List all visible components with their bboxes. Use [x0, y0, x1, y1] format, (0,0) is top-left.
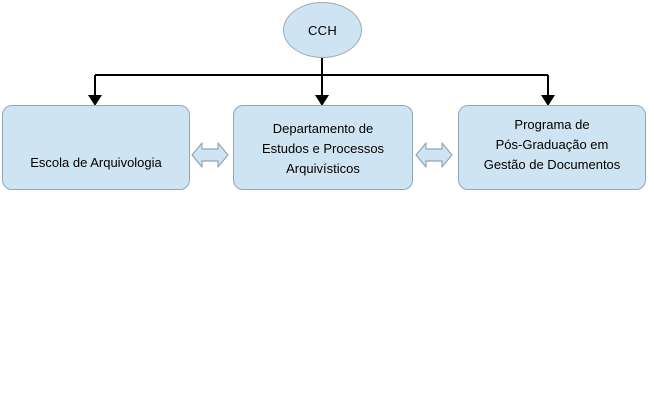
unit-box-escola[interactable]: Escola de Arquivologia [2, 105, 190, 190]
unit-box-programa-label: Programa de Pós-Graduação em Gestão de D… [483, 117, 621, 172]
unit-box-departamento-label: Departamento de Estudos e Processos Arqu… [261, 121, 385, 176]
unit-box-programa[interactable]: Programa de Pós-Graduação em Gestão de D… [458, 105, 646, 190]
bidirectional-arrow-departamento-programa [415, 142, 453, 168]
unit-box-departamento[interactable]: Departamento de Estudos e Processos Arqu… [233, 105, 413, 190]
bidirectional-arrow-escola-departamento [191, 142, 229, 168]
unit-box-escola-label: Escola de Arquivologia [30, 155, 162, 170]
root-node-label: CCH [307, 22, 338, 38]
root-node-cch[interactable]: CCH [283, 2, 362, 58]
